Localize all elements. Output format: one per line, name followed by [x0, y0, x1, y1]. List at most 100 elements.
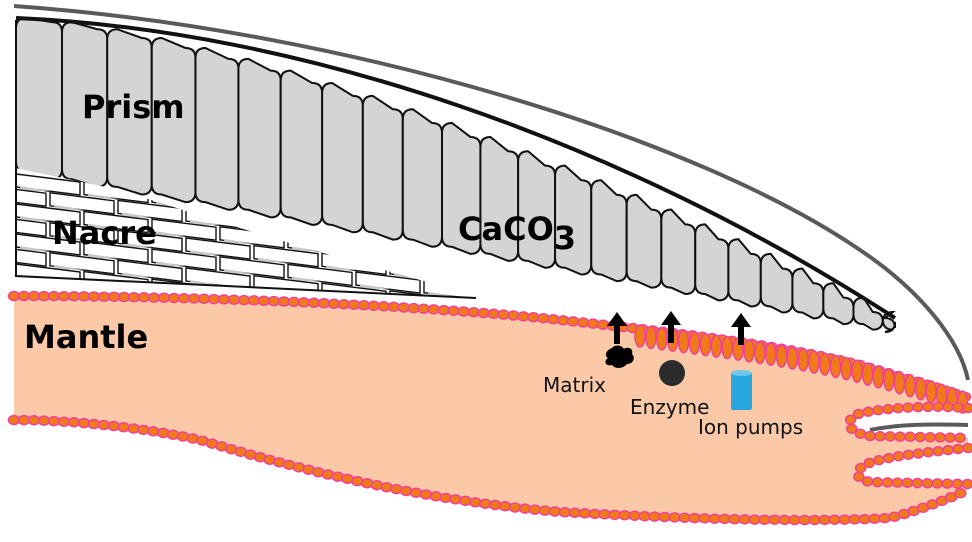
epithelial-cell [893, 404, 903, 413]
nacre-tablet-shade [564, 307, 594, 312]
prism-column [695, 224, 728, 300]
epithelial-cell [963, 444, 972, 453]
secretory-cell [711, 335, 721, 357]
ion-pump-icon [731, 370, 752, 410]
epithelial-cell [875, 432, 885, 441]
prism-column [728, 239, 760, 306]
epithelial-cell [913, 403, 923, 412]
epithelial-cell [943, 403, 953, 412]
epithelial-cell [558, 316, 569, 325]
prism-column [761, 254, 793, 313]
prism-column [627, 195, 662, 288]
nacre-tablet-shade [258, 228, 288, 233]
secretory-cell [831, 356, 841, 378]
nacre-tablet [424, 250, 488, 271]
epithelial-cell [922, 479, 932, 488]
epithelial-cell [943, 446, 953, 455]
epithelial-cell [440, 493, 451, 502]
epithelial-cell [885, 432, 895, 441]
epithelial-cell [942, 479, 952, 488]
nacre-tablet-shade [394, 243, 424, 248]
epithelial-cell [138, 425, 149, 434]
epithelial-cell [903, 403, 913, 412]
epithelial-cell [450, 495, 461, 504]
secretory-cell [766, 343, 776, 365]
secretory-cell [635, 325, 645, 347]
secretory-cell [787, 347, 797, 369]
epithelial-cell [963, 404, 972, 413]
epithelial-cell [856, 464, 866, 473]
secretory-cell [690, 332, 700, 354]
prism-column [403, 109, 442, 247]
nacre-tablet [492, 287, 556, 308]
nacre-tablet-shade [666, 303, 696, 308]
prism-column [591, 180, 626, 281]
secretory-cell [852, 360, 862, 382]
caco3-main-text: CaCO [458, 210, 554, 248]
epithelial-cell [895, 432, 905, 441]
nacre-tablet-shade [0, 197, 16, 202]
nacre-tablet-shade [360, 254, 390, 259]
epithelial-cell [884, 454, 894, 463]
epithelial-cell [855, 429, 865, 438]
epithelial-cell [411, 488, 422, 497]
nacre-tablet-shade [0, 257, 16, 262]
secretory-cell [916, 378, 926, 400]
epithelial-cell [893, 478, 903, 487]
nacre-tablet-shade [530, 288, 560, 293]
nacre-tablet-shade [462, 281, 492, 286]
epithelial-cell [905, 432, 915, 441]
secretory-cell [646, 326, 656, 348]
secretory-cell [873, 366, 883, 388]
nacre-tablet [0, 166, 12, 187]
nacre-tablet-shade [496, 299, 526, 304]
nacre-tablet [0, 256, 12, 277]
epithelial-cell [955, 489, 966, 498]
nacre-tablet-shade [564, 277, 594, 282]
epithelial-cell [460, 496, 471, 505]
matrix-label: Matrix [543, 373, 606, 397]
nacre-tablet-shade [326, 235, 356, 240]
epithelial-cell [873, 406, 883, 415]
epithelial-cell [933, 402, 943, 411]
secretory-cell [744, 340, 754, 362]
nacre-tablet [628, 303, 692, 324]
epithelial-cell [528, 313, 539, 322]
epithelial-cell [128, 424, 139, 433]
nacre-label: Nacre [52, 214, 157, 252]
epithelial-cell [863, 477, 873, 486]
secretory-cell [905, 375, 915, 397]
epithelial-cell [913, 449, 923, 458]
epithelial-cell [915, 433, 925, 442]
prism-column [661, 210, 695, 294]
nacre-tablet [0, 196, 12, 217]
nacre-tablet-shade [598, 296, 628, 301]
secretory-cell [820, 353, 830, 375]
nacre-tablet-shade [0, 227, 16, 232]
epithelial-cell [865, 432, 875, 441]
epithelial-cell [923, 448, 933, 457]
prism-column [322, 83, 363, 232]
mantle-tissue [14, 296, 968, 520]
epithelial-cell [863, 407, 873, 416]
mantle-label: Mantle [24, 318, 148, 356]
nacre-tablet [458, 269, 522, 290]
secretory-cell [679, 331, 689, 353]
epithelial-cell [873, 478, 883, 487]
nacre-tablet-shade [496, 269, 526, 274]
prism-column [363, 96, 403, 240]
nacre-tablet-shade [428, 262, 458, 267]
enzyme-icon [659, 360, 685, 386]
secretory-cell [657, 328, 667, 350]
epithelial-cell [529, 505, 540, 514]
ion-pumps-label: Ion pumps [698, 415, 803, 439]
secretory-cell [722, 337, 732, 359]
epithelial-cell [912, 479, 922, 488]
prism-column [238, 59, 280, 217]
epithelial-cell [953, 445, 963, 454]
epithelial-cell [952, 479, 962, 488]
epithelial-cell [932, 479, 942, 488]
epithelial-cell [883, 478, 893, 487]
